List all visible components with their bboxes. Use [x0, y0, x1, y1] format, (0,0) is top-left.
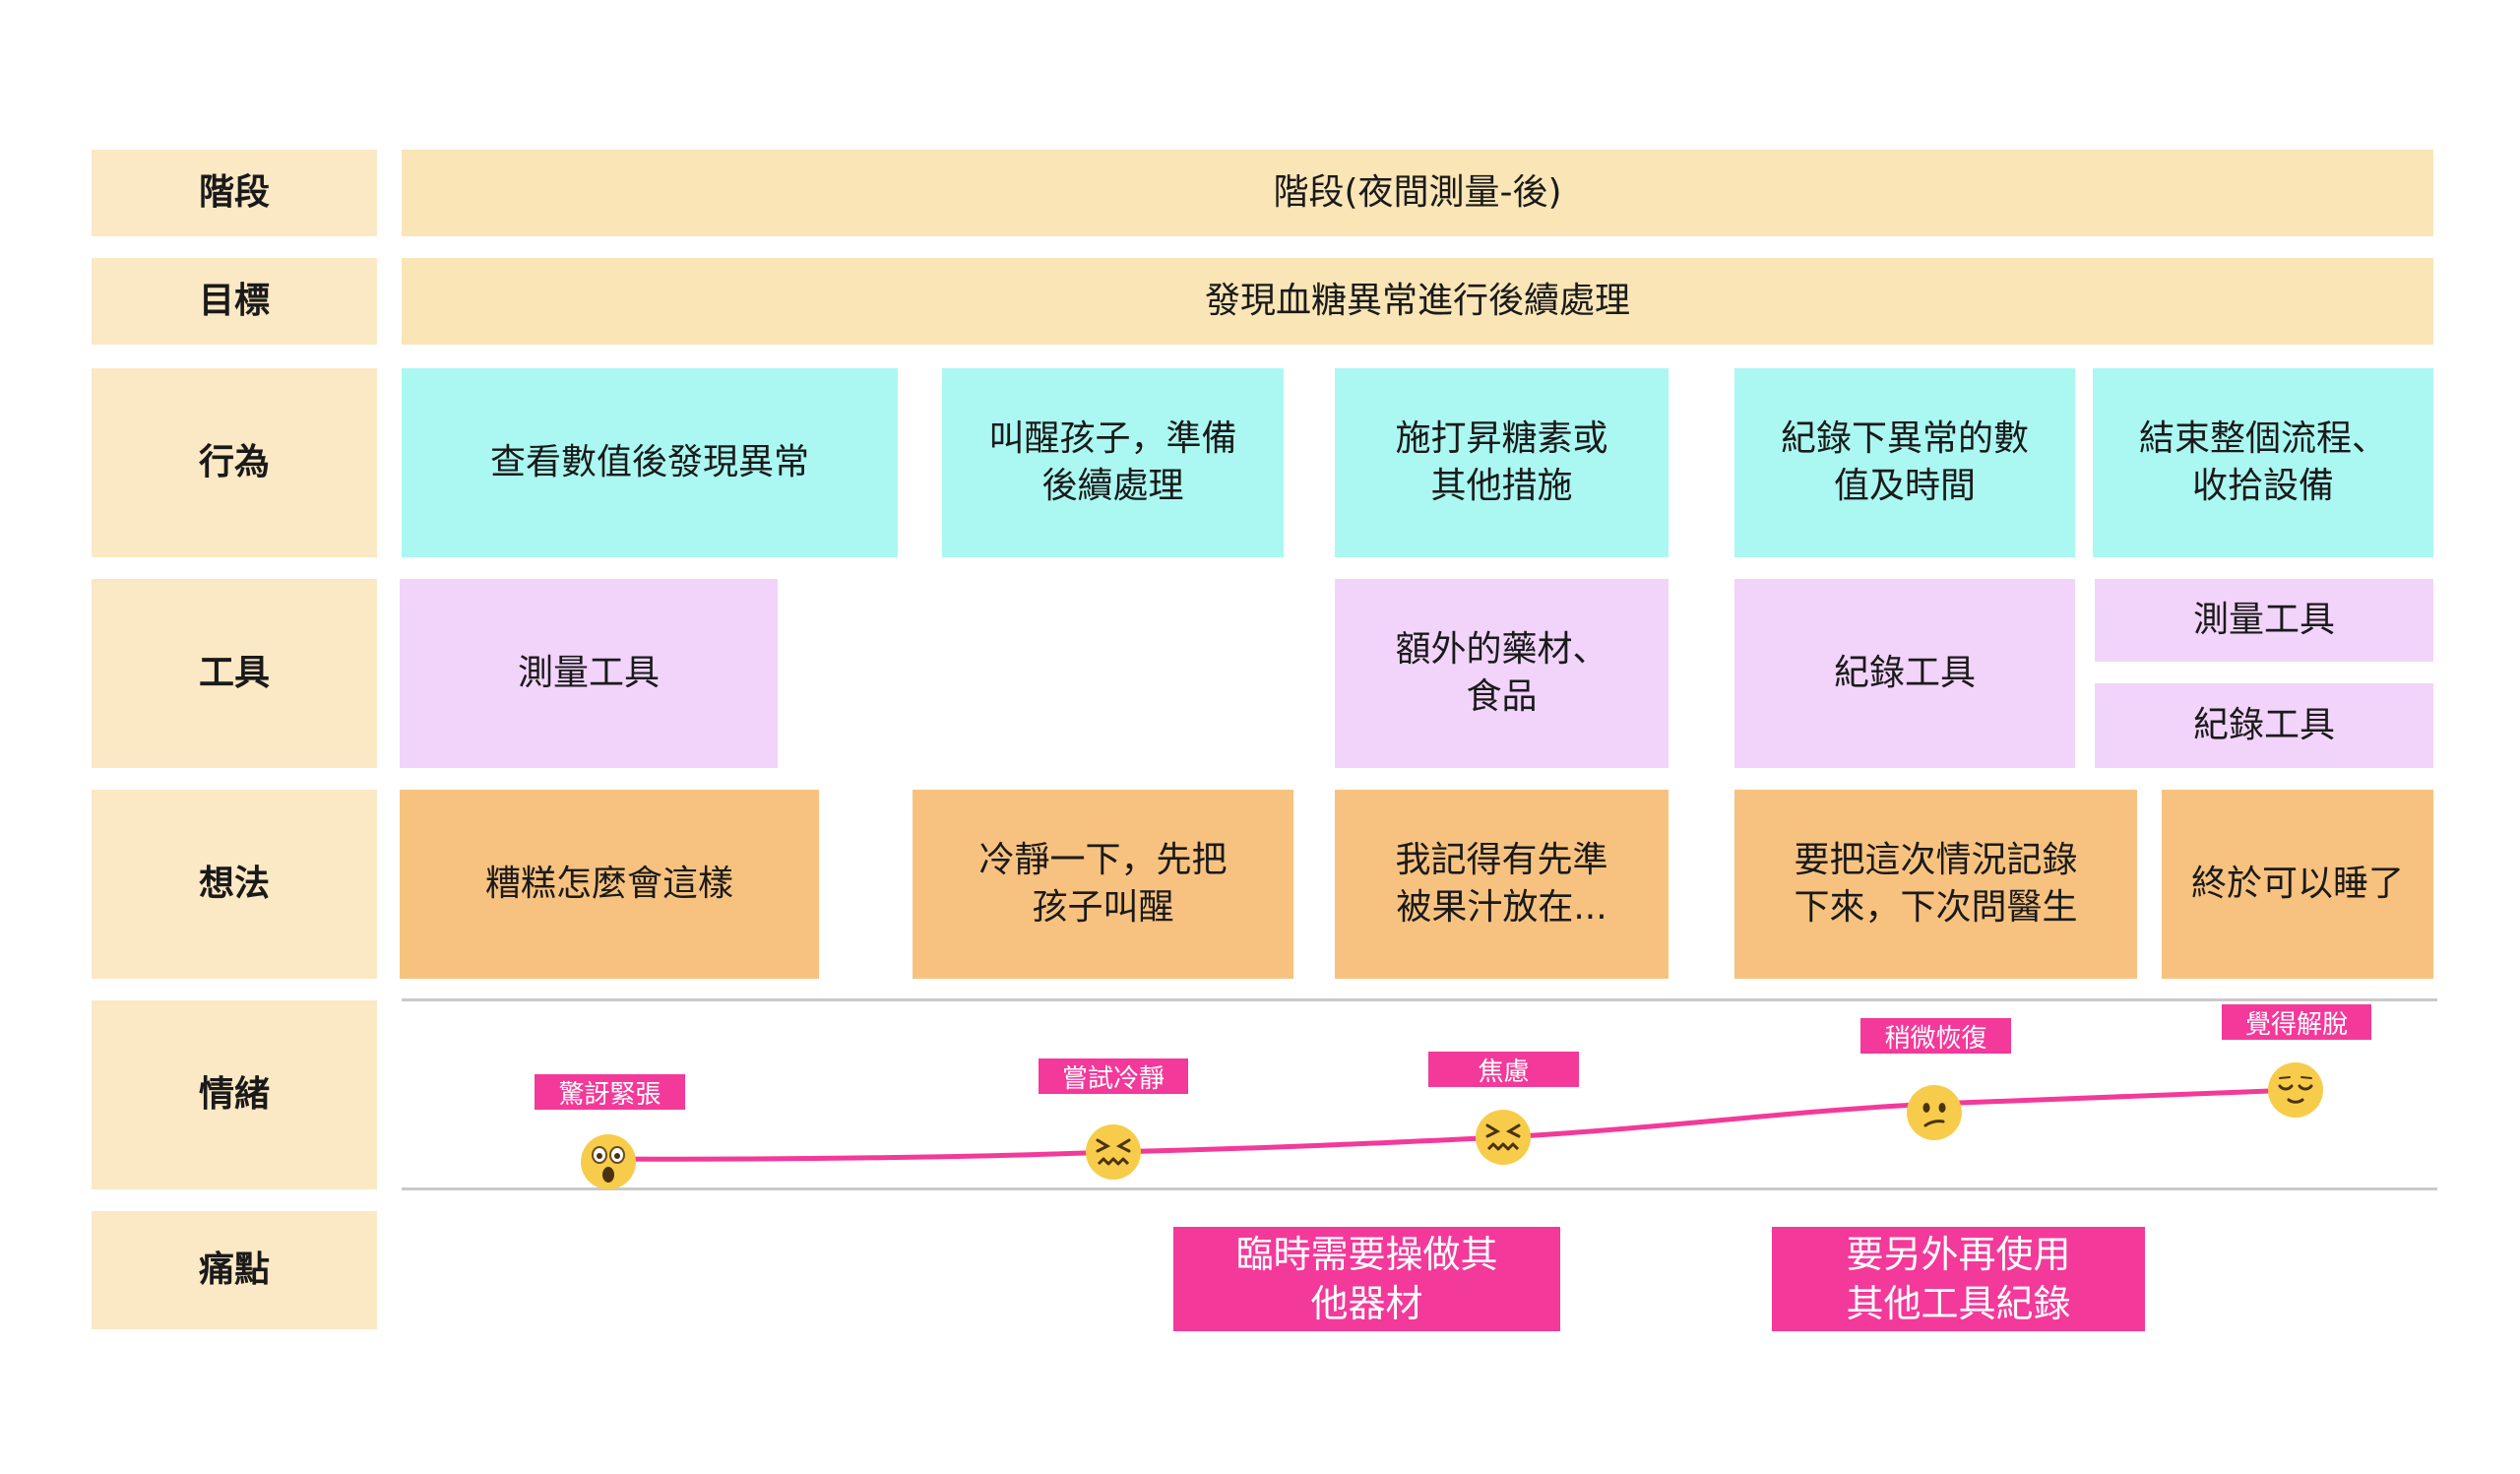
tool-card: 測量工具: [2095, 579, 2433, 662]
row-label-thought: 想法: [92, 790, 377, 979]
emotion-lane-bottom-line: [402, 1187, 2437, 1190]
row-label-action: 行為: [92, 368, 377, 557]
emotion-tag: 驚訝緊張: [535, 1074, 685, 1110]
thought-card: 冷靜一下，先把 孩子叫醒: [913, 790, 1293, 979]
thought-card: 終於可以睡了: [2162, 790, 2433, 979]
tool-card: 測量工具: [400, 579, 778, 768]
row-label-stage: 階段: [92, 150, 377, 236]
row-label-emotion: 情緒: [92, 1000, 377, 1189]
confounded-face-icon: [1476, 1110, 1531, 1165]
action-card: 紀錄下異常的數 值及時間: [1734, 368, 2075, 557]
goal-value: 發現血糖異常進行後續處理: [402, 258, 2433, 345]
action-card: 查看數值後發現異常: [402, 368, 898, 557]
confused-face-icon: [1907, 1085, 1962, 1140]
tool-card: 紀錄工具: [1734, 579, 2075, 768]
pain-point-card: 臨時需要操做其 他器材: [1173, 1227, 1560, 1331]
thought-card: 要把這次情況記錄 下來，下次問醫生: [1734, 790, 2137, 979]
astonished-face-icon: [581, 1134, 636, 1189]
stage-value: 階段(夜間測量-後): [402, 150, 2433, 236]
action-card: 結束整個流程、 收拾設備: [2093, 368, 2433, 557]
pain-point-card: 要另外再使用 其他工具紀錄: [1772, 1227, 2145, 1331]
action-card: 施打昇糖素或 其他措施: [1335, 368, 1669, 557]
emotion-lane-top-line: [402, 998, 2437, 1001]
action-card: 叫醒孩子，準備 後續處理: [942, 368, 1284, 557]
emotion-tag: 嘗試冷靜: [1039, 1058, 1188, 1094]
row-label-goal: 目標: [92, 258, 377, 345]
row-label-tool: 工具: [92, 579, 377, 768]
emotion-tag: 覺得解脫: [2222, 1004, 2371, 1040]
tool-card: 紀錄工具: [2095, 683, 2433, 768]
confounded-face-icon: [1086, 1124, 1141, 1180]
emotion-tag: 焦慮: [1428, 1052, 1579, 1087]
tool-card: 額外的藥材、 食品: [1335, 579, 1669, 768]
thought-card: 糟糕怎麼會這樣: [400, 790, 819, 979]
thought-card: 我記得有先準 被果汁放在...: [1335, 790, 1669, 979]
row-label-pain: 痛點: [92, 1211, 377, 1329]
emotion-tag: 稍微恢復: [1860, 1018, 2011, 1054]
relieved-face-icon: [2268, 1062, 2323, 1118]
